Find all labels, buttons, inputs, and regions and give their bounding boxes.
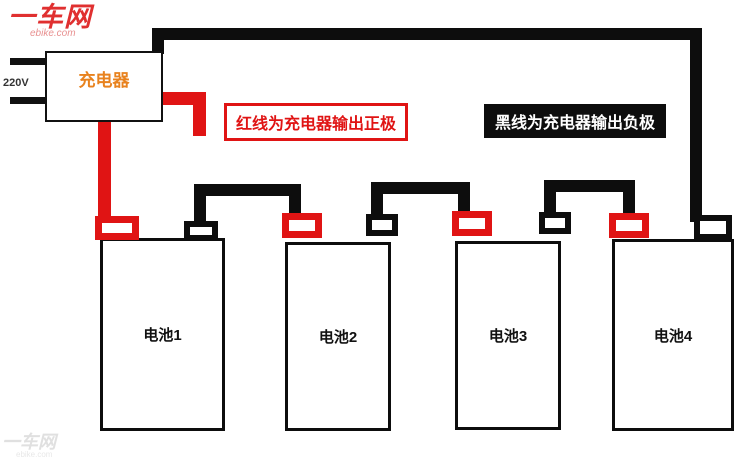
wire-series3-left	[544, 186, 556, 216]
wire-black-top-run	[152, 28, 702, 40]
wire-series2-left	[371, 188, 383, 218]
battery-3-negative-terminal	[539, 212, 571, 234]
charger-box: 充电器	[45, 51, 163, 122]
plug-prong-top	[10, 58, 47, 65]
wire-series1-right	[289, 184, 301, 218]
wire-series3-top	[544, 180, 635, 192]
wire-red-left-drop	[98, 118, 111, 222]
battery-1: 电池1	[100, 238, 225, 431]
watermark: 一车网 ebike.com	[2, 433, 56, 459]
battery-3: 电池3	[455, 241, 561, 430]
wire-red-stub-vertical	[193, 92, 206, 136]
wire-black-right-drop	[690, 28, 702, 222]
wire-series1-left	[194, 190, 206, 224]
wire-series2-right	[458, 182, 470, 216]
battery-2-positive-terminal	[282, 213, 322, 238]
battery-1-positive-terminal	[95, 216, 139, 240]
red-wire-note: 红线为充电器输出正极	[224, 103, 409, 141]
battery-2-label: 电池2	[318, 329, 358, 346]
logo-subtext: ebike.com	[30, 28, 76, 39]
watermark-subtext: ebike.com	[16, 450, 53, 459]
battery-3-positive-terminal	[452, 211, 492, 236]
wire-series1-top	[194, 184, 301, 196]
battery-4: 电池4	[612, 239, 734, 431]
battery-4-negative-terminal	[694, 215, 732, 240]
logo-text: 一车网	[8, 2, 92, 32]
battery-1-negative-terminal	[184, 221, 218, 241]
site-logo: 一车网 ebike.com	[8, 4, 92, 39]
watermark-text: 一车网	[2, 432, 56, 452]
battery-2: 电池2	[285, 242, 391, 431]
wire-series2-top	[371, 182, 470, 194]
wire-series3-right	[623, 180, 635, 216]
battery-1-label: 电池1	[143, 327, 182, 344]
battery-4-positive-terminal	[609, 213, 649, 238]
mains-voltage-label: 220V	[3, 77, 29, 89]
battery-3-label: 电池3	[488, 328, 528, 345]
battery-2-negative-terminal	[366, 214, 398, 236]
charger-label: 充电器	[78, 71, 130, 90]
black-wire-note: 黑线为充电器输出负极	[484, 104, 667, 138]
plug-prong-bottom	[10, 97, 47, 104]
battery-4-label: 电池4	[653, 327, 693, 345]
